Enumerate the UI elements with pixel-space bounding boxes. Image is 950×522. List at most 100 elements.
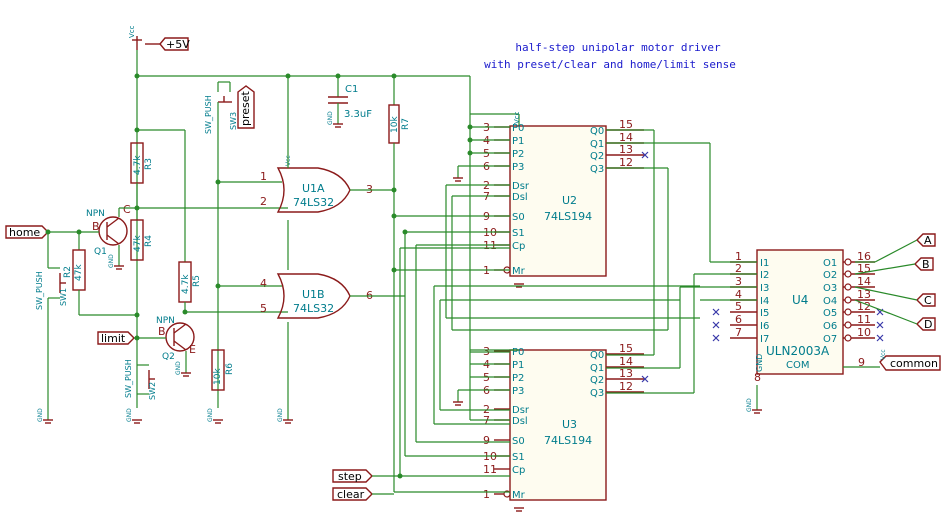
ground-symbol: GND: [37, 408, 53, 424]
no-connect-mark: [712, 308, 720, 316]
svg-text:GND: GND: [108, 254, 115, 268]
svg-text:GND: GND: [746, 398, 753, 412]
svg-text:GND: GND: [755, 354, 764, 372]
limit-label: limit: [97, 331, 135, 345]
svg-text:GND: GND: [37, 408, 44, 422]
svg-text:GND: GND: [327, 111, 334, 125]
svg-text:8: 8: [754, 371, 761, 384]
ground-symbol: [453, 177, 463, 182]
svg-text:74LS194: 74LS194: [544, 210, 592, 223]
reg-pin-name: S0: [512, 212, 525, 223]
svg-text:R4: R4: [144, 235, 154, 247]
reg-pin-name: Mr: [512, 490, 526, 501]
gate-u1a: U1A 74LS32 1 2 3 Vcc: [260, 155, 373, 213]
driver-pin-name: O6: [823, 321, 837, 332]
svg-text:U2: U2: [562, 194, 577, 207]
reg-pin-number: 11: [483, 463, 497, 476]
driver-pin-name: O5: [823, 308, 837, 319]
motor-pin-b: B: [914, 257, 934, 271]
svg-text:R6: R6: [225, 363, 235, 375]
driver-pin-name: O2: [823, 270, 837, 281]
reg-pin-number: 13: [619, 143, 633, 156]
no-connect-mark: [712, 321, 720, 329]
svg-text:4: 4: [260, 277, 267, 290]
svg-text:U1A: U1A: [302, 182, 325, 195]
svg-text:4.7k: 4.7k: [181, 274, 191, 294]
motor-pin-label: B: [922, 258, 930, 271]
svg-text:74LS32: 74LS32: [293, 302, 334, 315]
vcc-flag-label: +5V: [166, 38, 190, 51]
preset-label: preset: [239, 90, 252, 126]
svg-text:common: common: [890, 357, 938, 370]
switch-sw2: SW_PUSH SW2: [124, 359, 157, 400]
reg-pin-name: Q3: [590, 164, 604, 175]
svg-text:B: B: [158, 325, 166, 338]
reg-pin-name: Q3: [590, 388, 604, 399]
reg-pin-name: Q1: [590, 139, 604, 150]
svg-text:C: C: [123, 203, 131, 216]
svg-text:SW1: SW1: [59, 288, 68, 306]
reg-pin-name: P3: [512, 162, 524, 173]
ground-symbol: GND: [327, 111, 343, 128]
transistor-q2: NPN Q2 B E: [156, 316, 196, 362]
driver-pin-name: O3: [823, 283, 837, 294]
ground-symbol: [514, 283, 524, 288]
driver-pin-name: I2: [760, 270, 769, 281]
ground-symbol: GND: [108, 254, 124, 270]
switch-sw3: preset SW_PUSH SW3: [204, 81, 255, 408]
reg-pin-name: Mr: [512, 266, 526, 277]
reg-pin-name: Dsl: [512, 416, 528, 427]
reg-pin-name: Dsr: [512, 181, 530, 192]
reg-pin-name: S1: [512, 452, 525, 463]
reg-pin-name: P3: [512, 386, 524, 397]
title-line-2: with preset/clear and home/limit sense: [484, 58, 736, 71]
motor-pin-label: D: [924, 318, 932, 331]
reg-pin-number: 12: [619, 380, 633, 393]
no-connect-mark: [712, 334, 720, 342]
gate-u1b: U1B 74LS32 4 5 6: [260, 273, 373, 319]
svg-text:9: 9: [858, 356, 865, 369]
common-label: common Vcc: [879, 349, 941, 371]
ground-symbol: GND: [746, 398, 762, 414]
reg-pin-name: P2: [512, 373, 524, 384]
svg-text:GND: GND: [277, 408, 284, 422]
r7-value: 10k: [390, 116, 400, 133]
motor-pin-label: C: [924, 294, 932, 307]
svg-text:Q1: Q1: [94, 247, 107, 257]
driver-pin-name: I3: [760, 283, 769, 294]
reg-pin-name: P2: [512, 149, 524, 160]
reg-pin-number: 15: [619, 342, 633, 355]
reg-pin-name: Q0: [590, 350, 604, 361]
svg-text:U4: U4: [792, 293, 808, 307]
register-u2: U2 74LS194: [509, 125, 607, 277]
u2-vcc-pin: Vcc: [513, 111, 521, 124]
svg-text:Q2: Q2: [162, 352, 175, 362]
motor-pin-c: C: [916, 293, 936, 307]
driver-pin-name: I4: [760, 296, 769, 307]
driver-pin-number: 7: [735, 326, 742, 339]
svg-text:clear: clear: [337, 488, 365, 501]
reg-pin-name: Dsr: [512, 405, 530, 416]
svg-text:47k: 47k: [74, 264, 84, 281]
svg-text:4.7k: 4.7k: [133, 155, 143, 175]
driver-pin-number: 11: [857, 313, 871, 326]
transistor-q1: NPN Q1 B C: [86, 203, 131, 257]
ground-symbol: GND: [207, 408, 223, 424]
driver-pin-number: 1: [735, 250, 742, 263]
reg-pin-name: Cp: [512, 241, 525, 252]
svg-text:74LS194: 74LS194: [544, 434, 592, 447]
driver-pin-name: O4: [823, 296, 837, 307]
svg-text:ULN2003A: ULN2003A: [766, 344, 830, 358]
home-label: home: [5, 225, 49, 239]
sw3-ref: SW3: [229, 112, 238, 130]
driver-pin-name: I1: [760, 258, 769, 269]
svg-text:U1B: U1B: [302, 288, 325, 301]
no-connect-mark: [641, 151, 649, 159]
reg-pin-name: S0: [512, 436, 525, 447]
ground-symbol: GND: [175, 361, 191, 377]
driver-pin-name: O1: [823, 258, 837, 269]
svg-text:home: home: [9, 226, 40, 239]
svg-text:COM: COM: [786, 360, 809, 371]
